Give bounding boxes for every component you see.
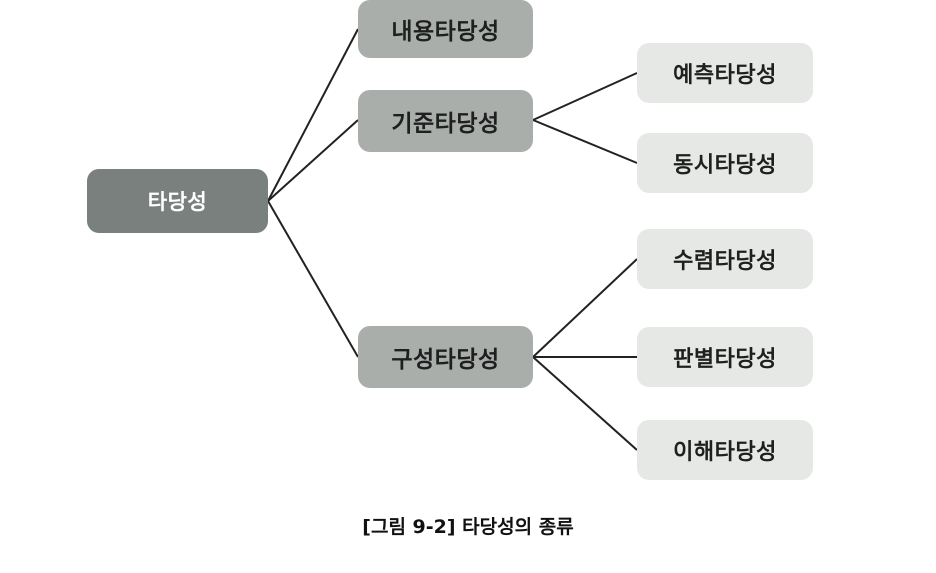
node-predictive-validity: 예측타당성	[637, 43, 813, 103]
node-discriminant-validity: 판별타당성	[637, 327, 813, 387]
node-nomological-validity: 이해타당성	[637, 420, 813, 480]
figure-caption: [그림 9-2] 타당성의 종류	[362, 516, 574, 538]
node-content-validity: 내용타당성	[358, 0, 533, 58]
edge-root-content	[267, 28, 359, 202]
edge-criterion-concurrent	[532, 119, 638, 164]
edge-criterion-predictive	[532, 72, 638, 121]
node-convergent-validity: 수렴타당성	[637, 229, 813, 289]
node-criterion-validity: 기준타당성	[358, 90, 533, 152]
edge-construct-nomological	[532, 356, 638, 451]
node-construct-validity: 구성타당성	[358, 326, 533, 388]
node-concurrent-validity: 동시타당성	[637, 133, 813, 193]
edge-construct-convergent	[532, 258, 638, 358]
edge-root-construct	[267, 200, 359, 358]
edge-root-criterion	[267, 119, 359, 202]
node-root: 타당성	[87, 169, 268, 233]
